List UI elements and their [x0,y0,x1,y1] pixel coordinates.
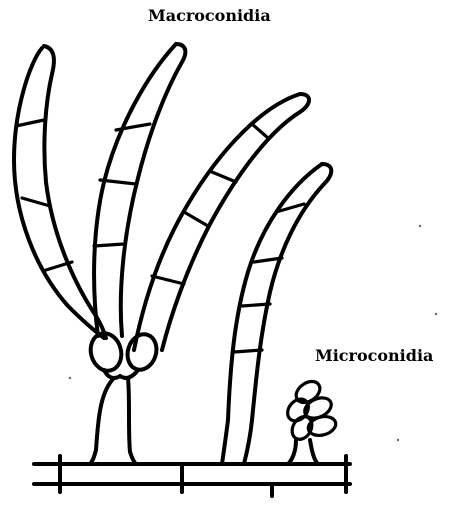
macroconidia-label: Macroconidia [148,8,271,24]
septum [242,304,270,306]
phialides [87,330,161,378]
microconidia-cluster [283,377,337,464]
septum [152,276,184,284]
hypha [34,456,350,496]
microconidia-label: Microconidia [315,348,433,364]
macroconidium-2 [94,44,185,336]
septum [184,212,208,226]
septum [234,350,262,352]
septum [252,124,268,138]
septum [16,120,44,126]
septum [22,198,50,206]
septum [212,172,236,182]
macroconidium-3 [134,94,309,350]
septum [94,244,124,246]
macroconidium-1 [14,46,106,338]
